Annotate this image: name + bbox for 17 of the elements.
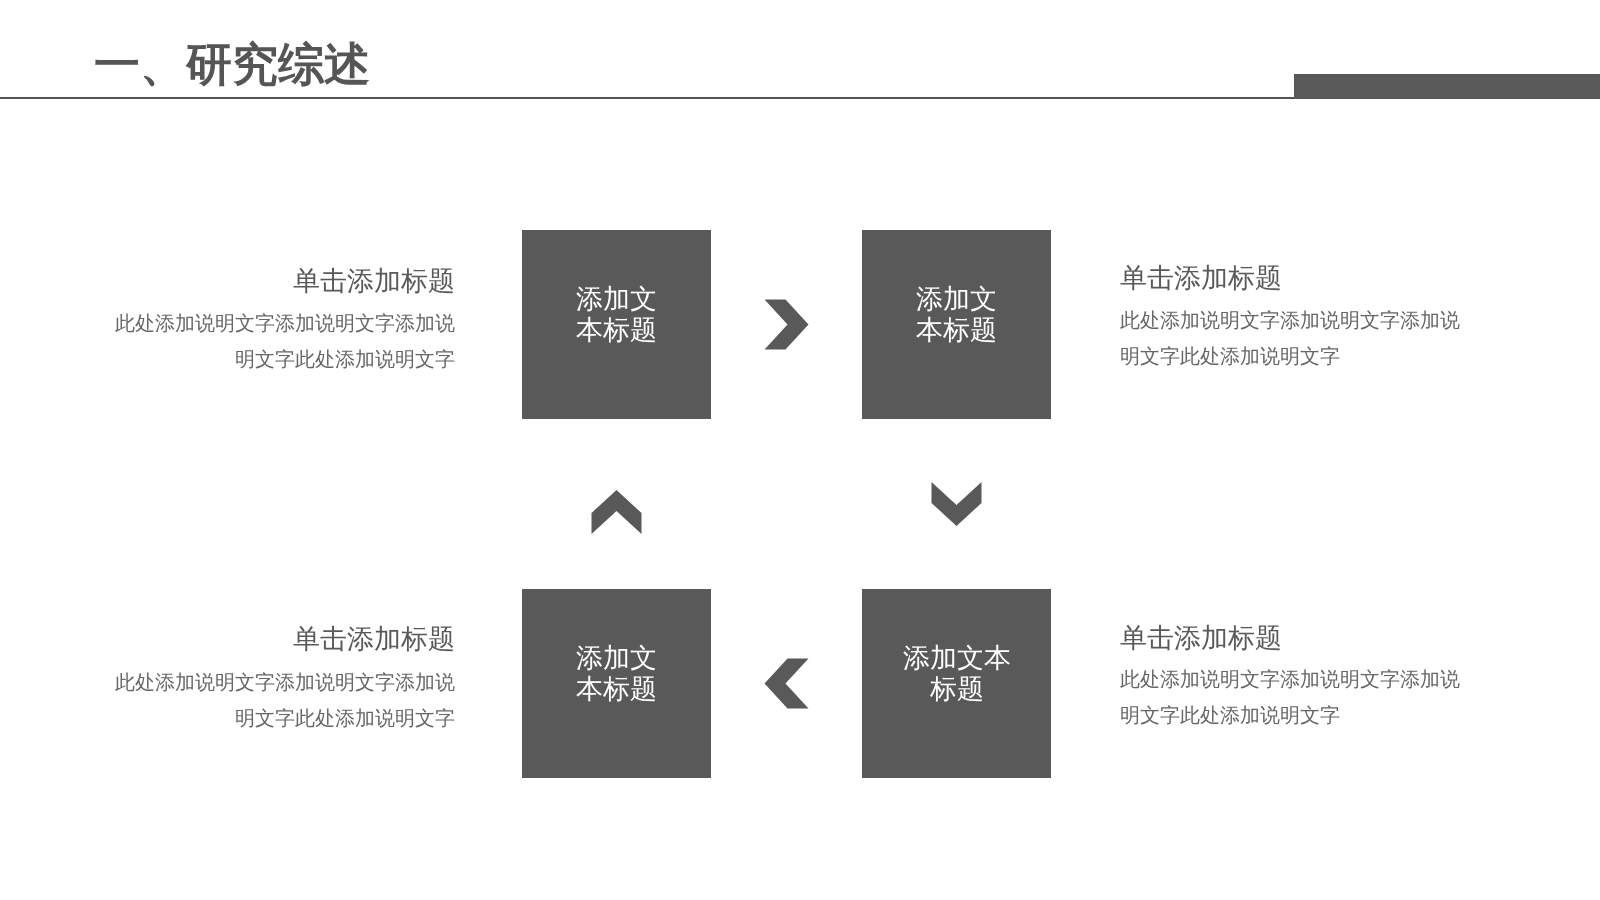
process-box: 添加文本标题 (862, 230, 1051, 419)
chevron-arrow (591, 490, 642, 534)
chevron-arrow (931, 482, 982, 526)
side-heading: 单击添加标题 (292, 265, 455, 298)
description-text: 此处添加说明文字添加说明文字添加说明文字此处添加说明文字 (114, 670, 455, 731)
process-box: 添加文本标题 (522, 230, 711, 419)
side-heading: 单击添加标题 (1120, 622, 1283, 655)
description-text: 此处添加说明文字添加说明文字添加说明文字此处添加说明文字 (1120, 667, 1461, 728)
description-text: 此处添加说明文字添加说明文字添加说明文字此处添加说明文字 (114, 311, 455, 372)
chevron-arrow (764, 658, 809, 709)
process-box: 添加文本标题 (862, 589, 1051, 778)
side-heading: 单击添加标题 (1120, 262, 1283, 295)
description-text: 此处添加说明文字添加说明文字添加说明文字此处添加说明文字 (1120, 308, 1461, 369)
page-title: 一、研究综述 (94, 37, 370, 92)
chevron-arrow (764, 299, 809, 350)
side-heading: 单击添加标题 (292, 623, 455, 656)
process-box: 添加文本标题 (522, 589, 711, 778)
